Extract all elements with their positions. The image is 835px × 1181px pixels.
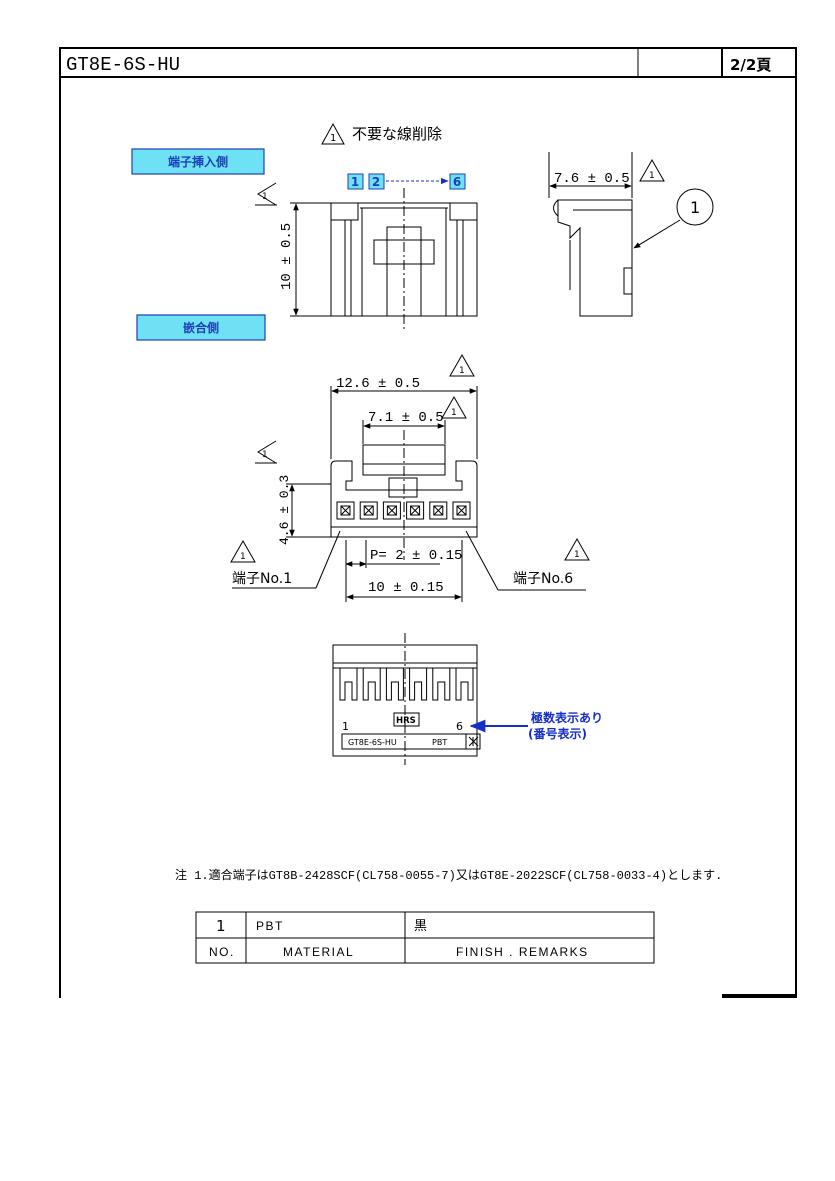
revision-note: 1 不要な線削除 — [321, 122, 442, 145]
terminal-no1-callout: 1 端子No.1 — [230, 530, 341, 589]
svg-text:1: 1 — [690, 198, 700, 217]
svg-text:嵌合側: 嵌合側 — [183, 320, 219, 335]
table-row-1-finish: 黒 — [414, 919, 427, 934]
svg-text:1: 1 — [262, 450, 268, 460]
terminal-slot-icon — [409, 668, 428, 701]
svg-text:10 ± 0.15: 10 ± 0.15 — [368, 580, 444, 596]
gate-mark-icon — [468, 736, 479, 747]
revision-triangle-icon — [257, 440, 277, 464]
svg-text:7.6 ± 0.5: 7.6 ± 0.5 — [554, 171, 630, 187]
revision-triangle-icon — [230, 539, 256, 563]
drawing-title: GT8E-6S-HU — [66, 54, 180, 76]
svg-text:1: 1 — [342, 720, 349, 733]
overall-width-dimension: 12.6 ± 0.5 1 — [330, 353, 478, 459]
table-header-material: MATERIAL — [283, 945, 354, 959]
contact-cell-icon — [429, 501, 448, 520]
side-view — [553, 199, 633, 317]
table-row-1-no: 1 — [216, 917, 226, 935]
polarity-callout: 極数表示あり (番号表示) — [469, 710, 603, 741]
applicable-terminal-note: 注 1.適合端子はGT8B-2428SCF(CL758-0055-7)又はGT8… — [175, 867, 722, 883]
terminal-no6-callout: 1 端子No.6 — [465, 530, 590, 591]
terminal-slot-icon — [385, 668, 404, 701]
contact-cell-icon — [406, 501, 425, 520]
contact-cell-icon — [382, 501, 401, 520]
depth-dimension: 7.6 ± 0.5 1 — [548, 152, 665, 198]
table-header-finish: FINISH . REMARKS — [456, 945, 589, 959]
svg-text:P= 2 ± 0.15: P= 2 ± 0.15 — [370, 548, 462, 564]
material-table — [195, 911, 655, 964]
revision-triangle-icon — [321, 122, 345, 145]
svg-text:1: 1 — [451, 408, 457, 418]
svg-text:1: 1 — [240, 552, 246, 562]
svg-text:4.6 ± 0.3: 4.6 ± 0.3 — [277, 475, 292, 545]
contact-cell-icon — [336, 501, 355, 520]
svg-text:6: 6 — [453, 175, 461, 189]
revision-triangle-icon — [257, 182, 277, 206]
svg-text:GT8E-6S-HU: GT8E-6S-HU — [348, 738, 397, 747]
inner-width-dimension: 7.1 ± 0.5 1 — [362, 395, 467, 444]
svg-text:不要な線削除: 不要な線削除 — [352, 125, 442, 143]
pitch-dimension: P= 2 ± 0.15 — [345, 540, 463, 602]
svg-text:端子No.1: 端子No.1 — [232, 571, 292, 587]
hrs-logo: HRS — [396, 716, 416, 726]
svg-text:1: 1 — [262, 192, 268, 202]
span-dimension: 10 ± 0.15 — [346, 580, 462, 600]
svg-text:1: 1 — [351, 175, 359, 189]
table-row-1-material: PBT — [256, 919, 284, 933]
pin-index: 1 2 6 — [347, 173, 466, 190]
mating-side-label: 嵌合側 — [136, 314, 266, 341]
bottom-slot-row — [339, 668, 474, 701]
front-contact-row — [336, 501, 471, 520]
terminal-slot-icon — [455, 668, 474, 701]
height-dimension: 10 ± 0.5 1 — [255, 182, 331, 317]
svg-text:端子No.6: 端子No.6 — [513, 571, 573, 587]
bottom-marking: 1 6 HRS GT8E-6S-HU PBT — [341, 712, 481, 750]
item-balloon: 1 — [633, 188, 714, 249]
svg-text:7.1 ± 0.5: 7.1 ± 0.5 — [368, 410, 444, 426]
svg-text:(番号表示): (番号表示) — [528, 726, 587, 741]
svg-text:1: 1 — [459, 366, 465, 376]
insertion-side-label: 端子挿入側 — [131, 148, 265, 175]
contact-cell-icon — [452, 501, 471, 520]
svg-text:1: 1 — [330, 133, 336, 144]
revision-triangle-icon — [441, 395, 467, 419]
svg-text:12.6 ± 0.5: 12.6 ± 0.5 — [336, 376, 420, 392]
table-header-no: NO. — [209, 945, 235, 959]
front-view — [330, 430, 478, 560]
top-view — [330, 188, 478, 330]
terminal-slot-icon — [362, 668, 381, 701]
svg-text:PBT: PBT — [432, 738, 447, 747]
svg-text:6: 6 — [456, 720, 463, 733]
svg-text:1: 1 — [574, 550, 580, 560]
svg-text:端子挿入側: 端子挿入側 — [168, 154, 228, 169]
page-number: 2/2頁 — [730, 56, 771, 74]
terminal-slot-icon — [432, 668, 451, 701]
svg-text:2: 2 — [372, 175, 380, 189]
revision-triangle-icon — [639, 158, 665, 182]
sheet-frame — [59, 47, 797, 998]
contact-cell-icon — [359, 501, 378, 520]
mating-height-dimension: 4.6 ± 0.3 1 — [255, 440, 331, 545]
svg-text:10 ± 0.5: 10 ± 0.5 — [279, 223, 295, 290]
svg-text:1: 1 — [649, 171, 655, 181]
terminal-slot-icon — [339, 668, 358, 701]
revision-triangle-icon — [564, 537, 590, 561]
revision-triangle-icon — [449, 353, 475, 377]
svg-text:極数表示あり: 極数表示あり — [531, 710, 603, 725]
